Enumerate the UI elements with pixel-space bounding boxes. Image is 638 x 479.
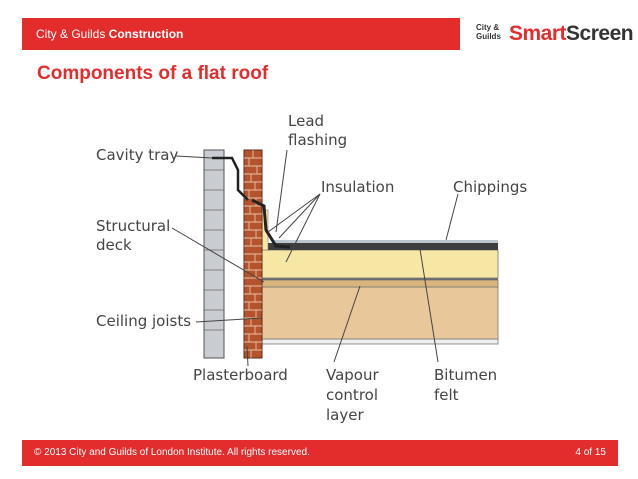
chippings-layer <box>272 240 498 243</box>
vapour-control-layer <box>262 278 498 280</box>
structural-deck-layer <box>261 279 499 288</box>
label-bitumen-line1: Bitumen <box>434 366 497 384</box>
label-lead-line2: flashing <box>288 131 347 149</box>
brand-bold: Construction <box>108 27 184 41</box>
plasterboard-layer <box>261 338 499 345</box>
leader-lines <box>171 149 459 367</box>
label-structural-line1: Structural <box>96 217 170 235</box>
label-plasterboard: Plasterboard <box>193 366 288 384</box>
city-guilds-logo: City & Guilds <box>476 23 506 45</box>
brand-plain: City & Guilds <box>36 27 109 41</box>
ceiling-joist-layer <box>261 286 499 340</box>
block-joints <box>204 169 224 331</box>
brick-joints <box>244 150 262 358</box>
lead-flashing <box>251 198 291 249</box>
label-ceiling-joists: Ceiling joists <box>96 312 191 330</box>
smartscreen-wordmark: SmartScreen <box>509 22 634 46</box>
page-number: 4 of 15 <box>575 447 606 458</box>
label-vapour-line1: Vapour <box>326 366 379 384</box>
logo-screen: Screen <box>566 22 634 45</box>
label-vapour-line3: layer <box>326 406 364 424</box>
header-bar: City & Guilds Construction City & Guilds… <box>22 18 638 50</box>
insulation-layer <box>261 249 499 279</box>
bitumen-felt-layer <box>268 243 498 250</box>
label-insulation: Insulation <box>321 178 394 196</box>
footer-copyright: © 2013 City and Guilds of London Institu… <box>34 447 310 458</box>
label-cavity-tray: Cavity tray <box>96 146 178 164</box>
footer-bar: © 2013 City and Guilds of London Institu… <box>22 440 618 466</box>
block-wall <box>203 149 225 359</box>
logo-smart: Smart <box>509 22 567 45</box>
page-title: Components of a flat roof <box>37 63 269 84</box>
logo-line2: Guilds <box>476 32 501 41</box>
label-bitumen-line2: felt <box>434 386 459 404</box>
label-vapour-line2: control <box>326 386 378 404</box>
cavity-tray <box>212 156 249 201</box>
logo-line1: City & <box>476 23 500 32</box>
smartscreen-logo: City & Guilds SmartScreen <box>460 18 638 50</box>
label-lead-line1: Lead <box>288 112 324 130</box>
brand-text: City & Guilds Construction <box>36 27 183 41</box>
label-chippings: Chippings <box>453 178 527 196</box>
label-structural-line2: deck <box>96 236 132 254</box>
